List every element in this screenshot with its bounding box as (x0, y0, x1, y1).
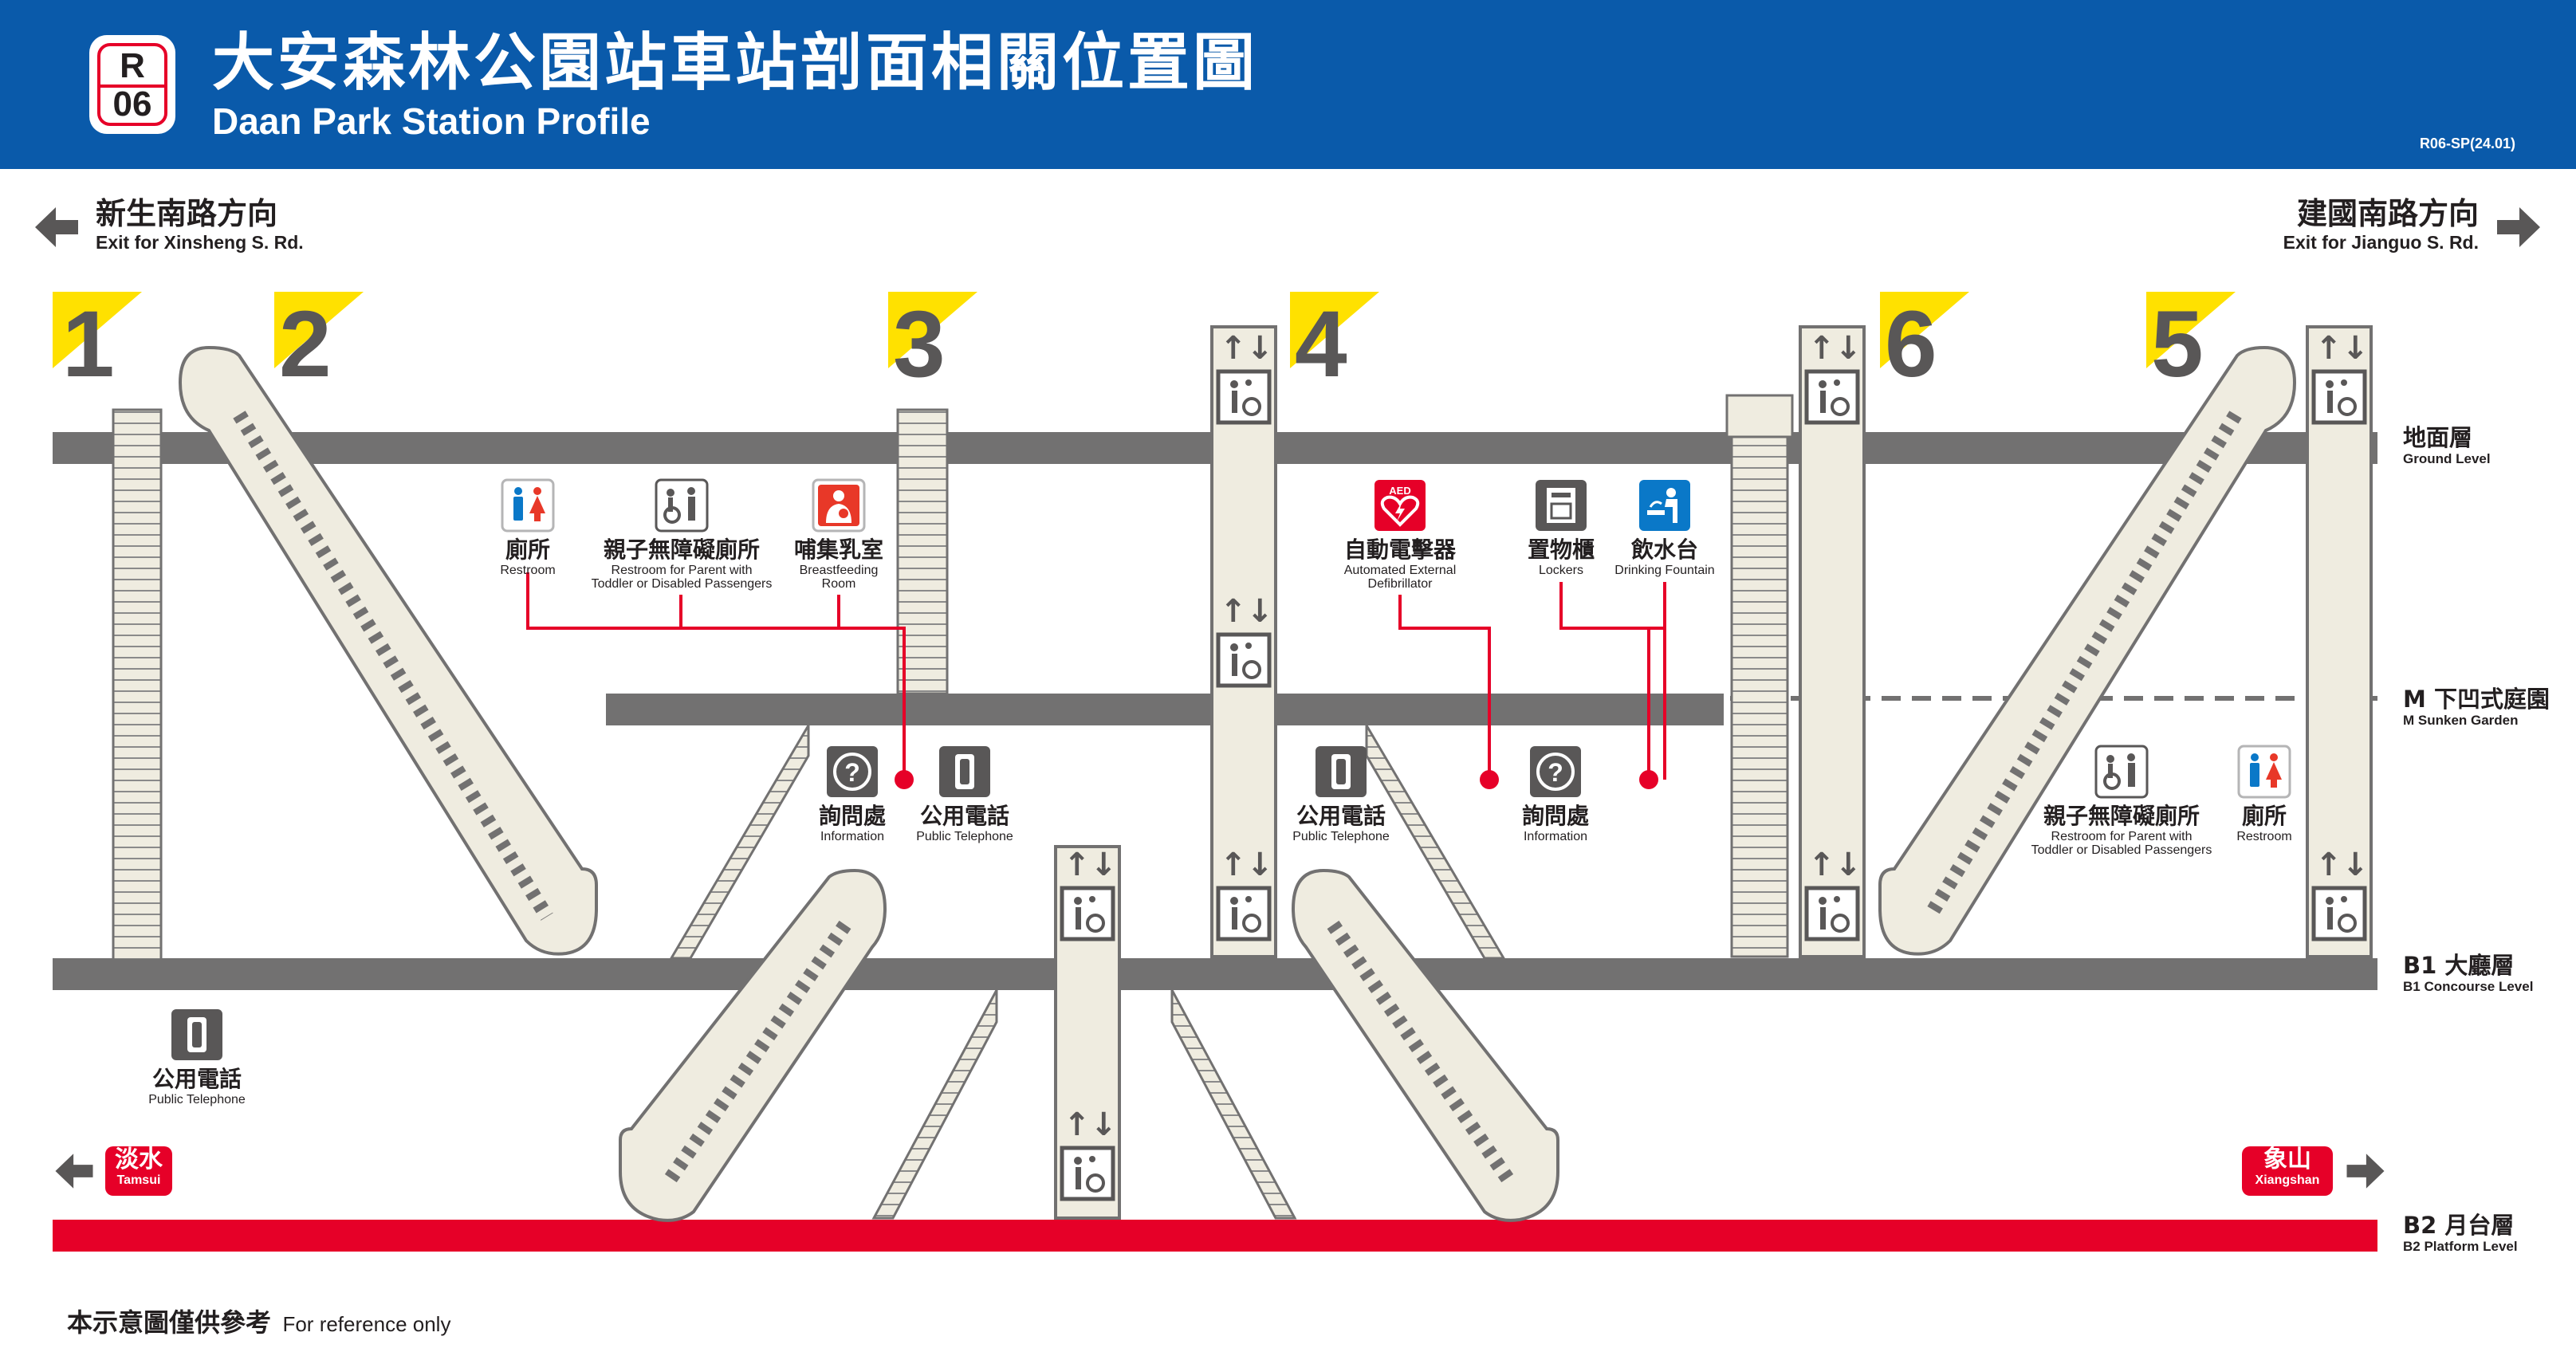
svg-text:↑↓: ↑↓ (1064, 1106, 1117, 1143)
arrow-left-icon (32, 202, 81, 260)
escalator-exit5 (1878, 345, 2297, 956)
page-subtitle: Daan Park Station Profile (212, 100, 651, 142)
svg-text:↑↓: ↑↓ (1220, 847, 1273, 883)
header-bar (0, 0, 2576, 169)
direction-right-en: Exit for Jianguo S. Rd. (2283, 232, 2479, 253)
svg-text:?: ? (844, 758, 860, 787)
facility-telephone-concourse: 公用電話 Public Telephone (139, 1008, 255, 1106)
breastfeeding-icon (812, 478, 866, 533)
restroom-icon (501, 478, 555, 533)
facility-information-right: ? 詢問處 Information (1513, 745, 1598, 843)
aed-icon: AED (1375, 480, 1426, 531)
escalator-exit2 (178, 345, 598, 956)
level-platform: B2 月台層 B2 Platform Level (2403, 1212, 2518, 1254)
exit-number-6: 6 (1885, 292, 1937, 397)
facility-family-restroom-lower: 親子無障礙廁所 Restroom for Parent with Toddler… (1998, 745, 2245, 857)
facility-drinking-fountain: 飲水台 Drinking Fountain (1603, 478, 1727, 577)
direction-left-en: Exit for Xinsheng S. Rd. (96, 232, 304, 253)
page-title: 大安森林公園站車站剖面相關位置圖 (212, 27, 1259, 99)
telephone-icon (171, 1009, 222, 1060)
facility-lockers: 置物櫃 Lockers (1515, 478, 1607, 577)
elevator-icon: ↑↓ (1800, 327, 1864, 442)
family-restroom-icon (655, 478, 709, 533)
elevator-icon: ↑↓ (1212, 327, 1276, 442)
arrow-right-icon (2494, 202, 2543, 260)
svg-text:↑↓: ↑↓ (2315, 330, 2369, 367)
svg-text:↑↓: ↑↓ (1220, 330, 1273, 367)
facility-family-restroom-upper: 親子無障礙廁所 Restroom for Parent with Toddler… (558, 478, 805, 591)
direction-right: 建國南路方向 Exit for Jianguo S. Rd. (2283, 196, 2479, 254)
information-icon: ? (827, 746, 878, 797)
footer-note: 本示意圖僅供參考 For reference only (67, 1307, 451, 1338)
svg-text:↑↓: ↑↓ (1220, 593, 1273, 630)
svg-text:?: ? (1548, 758, 1563, 787)
facility-aed: AED 自動電擊器 Automated External Defibrillat… (1320, 478, 1480, 591)
svg-text:AED: AED (1389, 485, 1410, 497)
svg-text:↑↓: ↑↓ (1064, 847, 1117, 883)
exit-number-3: 3 (893, 292, 946, 397)
information-icon: ? (1530, 746, 1581, 797)
facility-information-left: ? 詢問處 Information (810, 745, 895, 843)
concourse-slab (53, 958, 2377, 990)
facility-restroom-upper: 廁所 Restroom (472, 478, 584, 577)
svg-text:↑↓: ↑↓ (1808, 330, 1862, 367)
telephone-icon (1316, 746, 1367, 797)
facility-breastfeeding: 哺集乳室 Breastfeeding Room (778, 478, 899, 591)
platform-line (53, 1220, 2377, 1252)
platform-direction-tamsui: 淡水 Tamsui (105, 1146, 172, 1196)
elevator-icon: ↑↓ (1212, 843, 1276, 959)
drinking-fountain-icon (1639, 480, 1690, 531)
facility-telephone-left: 公用電話 Public Telephone (909, 745, 1021, 843)
elevator-icon: ↑↓ (1056, 843, 1119, 959)
station-number: 06 (112, 85, 152, 124)
level-ground: 地面層 Ground Level (2403, 424, 2491, 466)
family-restroom-icon (2094, 745, 2149, 799)
arrow-right-icon (2344, 1150, 2387, 1197)
exit-number-4: 4 (1295, 292, 1347, 397)
elevator-icon: ↑↓ (2307, 843, 2371, 959)
restroom-icon (2237, 745, 2291, 799)
telephone-icon (939, 746, 990, 797)
svg-text:↑↓: ↑↓ (2315, 847, 2369, 883)
lockers-icon (1536, 480, 1587, 531)
facility-telephone-right: 公用電話 Public Telephone (1285, 745, 1397, 843)
sunken-garden-slab (606, 694, 1724, 725)
exit-number-2: 2 (279, 292, 332, 397)
level-concourse: B1 大廳層 B1 Concourse Level (2403, 952, 2534, 994)
direction-left: 新生南路方向 Exit for Xinsheng S. Rd. (96, 196, 304, 254)
arrow-left-icon (53, 1150, 96, 1197)
direction-right-zh: 建國南路方向 (2296, 196, 2479, 231)
elevator-icon: ↑↓ (1056, 1103, 1119, 1219)
exit-tabs (53, 292, 2236, 368)
exit-number-5: 5 (2151, 292, 2204, 397)
escalator-platform-left (619, 868, 887, 1222)
station-number-badge: R 06 (89, 35, 175, 134)
line-code: R (120, 46, 145, 85)
elevator-icon: ↑↓ (1212, 590, 1276, 706)
elevator-shaft-6 (1799, 325, 1866, 958)
level-sunken-garden: M 下凹式庭園 M Sunken Garden (2403, 686, 2550, 728)
elevator-icon: ↑↓ (1800, 843, 1864, 959)
platform-direction-xiangshan: 象山 Xiangshan (2242, 1146, 2333, 1196)
elevator-icon: ↑↓ (2307, 327, 2371, 442)
facility-restroom-lower: 廁所 Restroom (2216, 745, 2312, 843)
direction-left-zh: 新生南路方向 (96, 196, 278, 231)
elevator-shaft-5 (2306, 325, 2373, 958)
svg-text:↑↓: ↑↓ (1808, 847, 1862, 883)
escalator-platform-right (1291, 868, 1559, 1222)
document-code: R06-SP(24.01) (2419, 136, 2515, 151)
exit-number-1: 1 (62, 292, 115, 397)
